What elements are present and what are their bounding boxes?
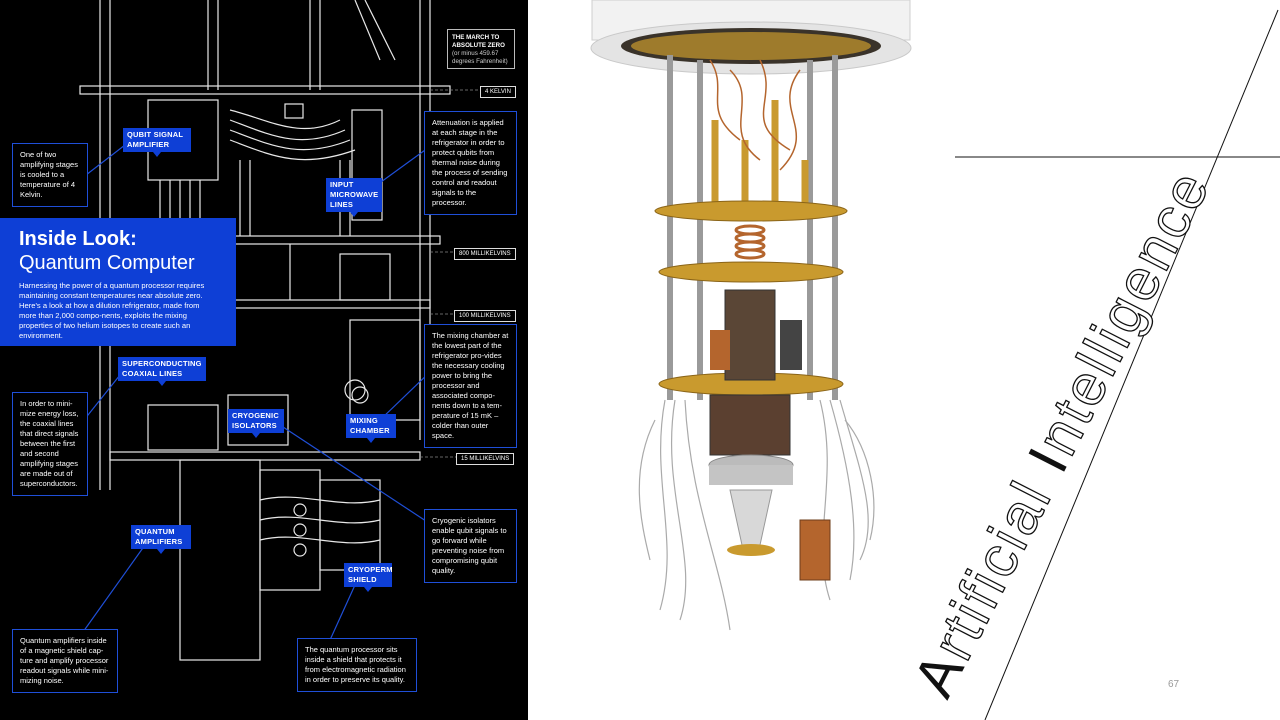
label-cryoperm-shield: CRYOPERM SHIELD [344,563,392,592]
quantum-computer-photo [590,0,912,631]
infographic-title-bold: Inside Look: [19,228,137,250]
label-qubit-signal-amplifier: QUBIT SIGNAL AMPLIFIER [123,128,191,157]
temp-tag-4-kelvin: 4 KELVIN [480,86,516,98]
note-attenuation: Attenuation is applied at each stage in … [424,111,517,215]
note-cryogenic-isolators: Cryogenic isolators enable qubit signals… [424,509,517,583]
note-coaxial-lines: In order to mini-mize energy loss, the c… [12,392,88,496]
quantum-computer-infographic: THE MARCH TO ABSOLUTE ZERO (or minus 459… [0,0,528,720]
temp-tag-100-millikelvins: 100 MILLIKELVINS [454,310,516,322]
infographic-title-panel: Inside Look: Quantum Computer Harnessing… [0,218,236,346]
march-to-absolute-zero-box: THE MARCH TO ABSOLUTE ZERO (or minus 459… [447,29,515,69]
label-cryogenic-isolators: CRYOGENIC ISOLATORS [228,409,284,438]
march-title: THE MARCH TO ABSOLUTE ZERO [452,34,505,49]
note-mixing-chamber: The mixing chamber at the lowest part of… [424,324,517,448]
note-quantum-amplifiers: Quantum amplifiers inside of a magnetic … [12,629,118,693]
note-amplifier-stage: One of two amplifying stages is cooled t… [12,143,88,207]
infographic-intro: Harnessing the power of a quantum proces… [19,281,205,340]
temp-tag-15-millikelvins: 15 MILLIKELVINS [456,453,515,465]
note-cryoperm-shield: The quantum processor sits inside a shie… [297,638,417,692]
label-quantum-amplifiers: QUANTUM AMPLIFIERS [131,525,191,554]
page-number: 67 [1168,679,1180,690]
march-subtitle: (or minus 459.67 degrees Fahrenheit) [452,50,508,65]
label-input-microwave-lines: INPUT MICROWAVE LINES [326,178,382,217]
infographic-title-light: Quantum Computer [19,252,195,274]
temp-tag-800-millikelvins: 800 MILLIKELVINS [454,248,516,260]
label-mixing-chamber: MIXING CHAMBER [346,414,396,443]
label-superconducting-coaxial-lines: SUPERCONDUCTING COAXIAL LINES [118,357,206,386]
